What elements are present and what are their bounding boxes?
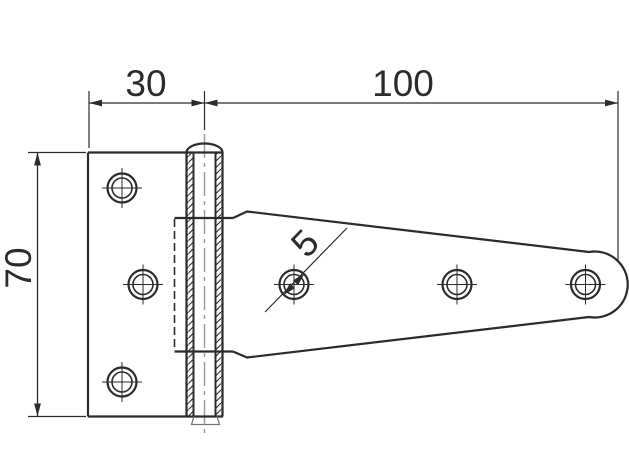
dimension-value-5: 5 — [283, 222, 327, 265]
leader-line — [264, 227, 348, 313]
plate-outline — [86, 151, 223, 418]
dimension-value-70: 70 — [0, 247, 39, 288]
dimension-value-100: 100 — [372, 63, 434, 104]
plate-hole-middle — [123, 264, 163, 305]
dimension-plate-width: 30 — [88, 63, 206, 148]
arrowhead-right — [605, 99, 618, 107]
strap-hole-tip — [565, 264, 606, 305]
arrowhead-lower — [283, 283, 295, 295]
arrowhead-left — [89, 99, 102, 107]
barrel-wall-hatch-right — [215, 152, 223, 417]
strap-hole-inner — [274, 264, 314, 305]
arrowhead-right — [191, 99, 205, 107]
arrowhead-upper — [293, 273, 305, 286]
pin-foot — [190, 416, 221, 426]
arrowhead-down — [34, 403, 41, 417]
dimension-value-30: 30 — [125, 63, 166, 104]
strap-hole-middle — [437, 264, 477, 305]
arrowhead-up — [34, 152, 41, 166]
object-outlines — [86, 142, 629, 418]
dimension-hole-diameter: 5 — [264, 222, 348, 313]
dimension-strap-length: 100 — [204, 63, 619, 261]
screw-holes — [102, 168, 606, 402]
plate-hole-top — [102, 168, 142, 208]
strap-outline — [232, 210, 629, 359]
arrowhead-left — [204, 99, 218, 107]
dimension-plate-height: 70 — [0, 151, 86, 418]
barrel-wall-hatch-left — [186, 152, 194, 417]
plate-hole-bottom — [102, 362, 142, 402]
pin-dome-cap — [185, 142, 224, 153]
